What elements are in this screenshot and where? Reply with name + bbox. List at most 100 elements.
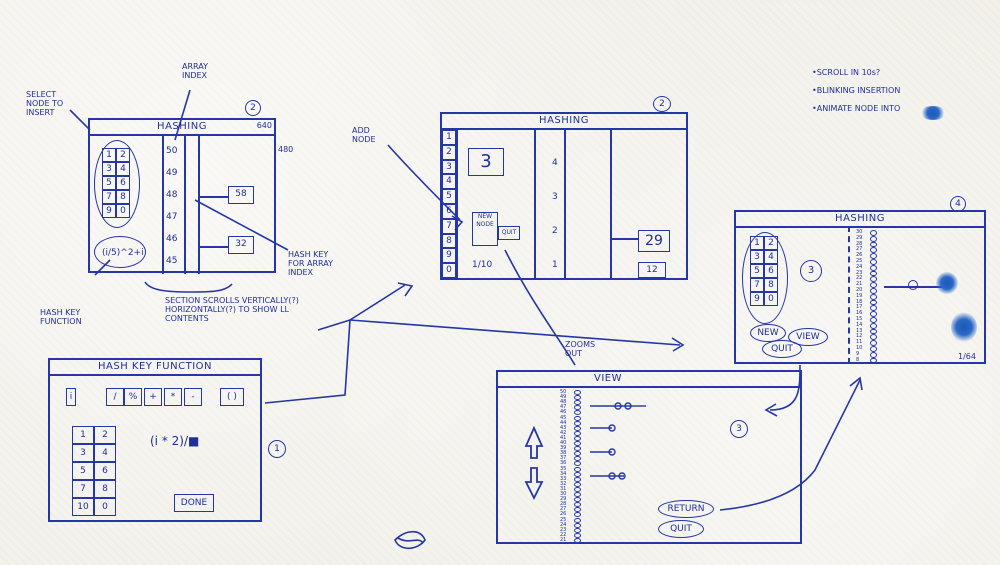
- bucket-slot[interactable]: [870, 230, 877, 236]
- bucket-slot[interactable]: [574, 512, 581, 518]
- bucket-slot[interactable]: [870, 299, 877, 306]
- bucket-slot[interactable]: [574, 395, 581, 401]
- operator-button[interactable]: /: [106, 388, 124, 406]
- keypad-key[interactable]: 0: [442, 263, 456, 278]
- bucket-slot[interactable]: [574, 435, 581, 441]
- bucket-slot[interactable]: [574, 481, 581, 487]
- bucket-slot[interactable]: [574, 415, 581, 421]
- keypad-key[interactable]: 4: [94, 444, 116, 462]
- keypad-key[interactable]: 8: [442, 233, 456, 249]
- keypad-key[interactable]: 4: [764, 250, 778, 264]
- keypad-key[interactable]: 6: [764, 264, 778, 278]
- bucket-slot[interactable]: [870, 351, 877, 358]
- bucket-slot[interactable]: [870, 334, 877, 341]
- bucket-slot[interactable]: [574, 471, 581, 477]
- keypad-key[interactable]: 5: [750, 264, 764, 278]
- keypad-key[interactable]: 0: [764, 292, 778, 306]
- bucket-slot[interactable]: [870, 317, 877, 323]
- keypad-key[interactable]: 9: [102, 204, 116, 218]
- bucket-slot[interactable]: [574, 451, 581, 457]
- keypad-key[interactable]: 4: [442, 174, 456, 190]
- bucket-slot[interactable]: [870, 340, 877, 346]
- bucket-slot[interactable]: [870, 293, 877, 300]
- keypad-key[interactable]: 5: [72, 462, 94, 480]
- menu-quit[interactable]: QUIT: [498, 226, 520, 240]
- operator-button[interactable]: *: [164, 388, 182, 406]
- bucket-slot[interactable]: [574, 517, 581, 523]
- bucket-slot[interactable]: [870, 253, 877, 259]
- bucket-slot[interactable]: [574, 400, 581, 406]
- bucket-slot[interactable]: [574, 456, 581, 462]
- popup-menu[interactable]: NEW NODE: [472, 212, 498, 246]
- keypad-key[interactable]: 8: [764, 278, 778, 292]
- bucket-slot[interactable]: [574, 537, 581, 543]
- variable-i-button[interactable]: i: [66, 388, 76, 406]
- view-button[interactable]: VIEW: [788, 328, 828, 346]
- quit-button[interactable]: QUIT: [658, 520, 704, 538]
- keypad-key[interactable]: 1: [442, 130, 456, 145]
- bucket-slot[interactable]: [574, 486, 581, 492]
- keypad-key[interactable]: 8: [94, 480, 116, 498]
- bucket-slot[interactable]: [870, 259, 877, 265]
- bucket-slot[interactable]: [574, 425, 581, 431]
- operator-button[interactable]: ( ): [220, 388, 244, 406]
- bucket-slot[interactable]: [870, 322, 877, 329]
- bucket-slot[interactable]: [574, 420, 581, 426]
- bucket-slot[interactable]: [574, 507, 581, 513]
- keypad-key[interactable]: 0: [116, 204, 130, 218]
- bucket-slot[interactable]: [574, 461, 581, 467]
- keypad-key[interactable]: 7: [442, 218, 456, 234]
- bucket-slot[interactable]: [870, 247, 877, 254]
- keypad-key[interactable]: 1: [72, 426, 94, 444]
- operator-button[interactable]: +: [144, 388, 162, 406]
- bucket-slot[interactable]: [870, 311, 877, 317]
- bucket-slot[interactable]: [870, 288, 877, 294]
- bucket-slot[interactable]: [574, 441, 581, 447]
- keypad-key[interactable]: 9: [750, 292, 764, 306]
- keypad-key[interactable]: 5: [102, 176, 116, 190]
- keypad-key[interactable]: 2: [116, 148, 130, 162]
- return-button[interactable]: RETURN: [658, 500, 714, 518]
- bucket-slot[interactable]: [574, 390, 581, 396]
- bucket-slot[interactable]: [574, 502, 581, 508]
- keypad-key[interactable]: 9: [442, 248, 456, 264]
- bucket-slot[interactable]: [574, 522, 581, 528]
- bucket-slot[interactable]: [870, 357, 877, 364]
- keypad-key[interactable]: 7: [102, 190, 116, 204]
- keypad-key[interactable]: 6: [94, 462, 116, 480]
- bucket-slot[interactable]: [574, 492, 581, 498]
- bucket-slot[interactable]: [574, 532, 581, 538]
- bucket-slot[interactable]: [870, 282, 877, 288]
- operator-button[interactable]: %: [124, 388, 142, 406]
- keypad-key[interactable]: 1: [750, 236, 764, 250]
- bucket-slot[interactable]: [870, 235, 877, 242]
- keypad-key[interactable]: 3: [750, 250, 764, 264]
- keypad-key[interactable]: 3: [102, 162, 116, 176]
- keypad-key[interactable]: 3: [72, 444, 94, 462]
- bucket-slot[interactable]: [870, 346, 877, 352]
- bucket-slot[interactable]: [870, 328, 877, 335]
- done-button[interactable]: DONE: [174, 494, 214, 512]
- operator-button[interactable]: -: [184, 388, 202, 406]
- selected-node[interactable]: 3: [468, 148, 504, 176]
- keypad-key[interactable]: 7: [72, 480, 94, 498]
- quit-button[interactable]: QUIT: [762, 340, 802, 358]
- bucket-slot[interactable]: [870, 276, 877, 283]
- bucket-slot[interactable]: [870, 241, 877, 248]
- bucket-slot[interactable]: [870, 270, 877, 277]
- keypad-key[interactable]: 10: [72, 498, 94, 516]
- keypad-key[interactable]: 2: [764, 236, 778, 250]
- bucket-slot[interactable]: [574, 430, 581, 436]
- bucket-slot[interactable]: [574, 405, 581, 411]
- scroll-arrows-icon[interactable]: [518, 424, 558, 504]
- keypad-key[interactable]: 2: [94, 426, 116, 444]
- keypad-key[interactable]: 6: [442, 204, 456, 219]
- selected-node[interactable]: 3: [800, 260, 822, 282]
- keypad-key[interactable]: 3: [442, 159, 456, 175]
- bucket-slot[interactable]: [574, 527, 581, 533]
- bucket-slot[interactable]: [574, 476, 581, 482]
- keypad-key[interactable]: 2: [442, 144, 456, 160]
- bucket-slot[interactable]: [574, 410, 581, 416]
- bucket-slot[interactable]: [574, 446, 581, 452]
- keypad-key[interactable]: 7: [750, 278, 764, 292]
